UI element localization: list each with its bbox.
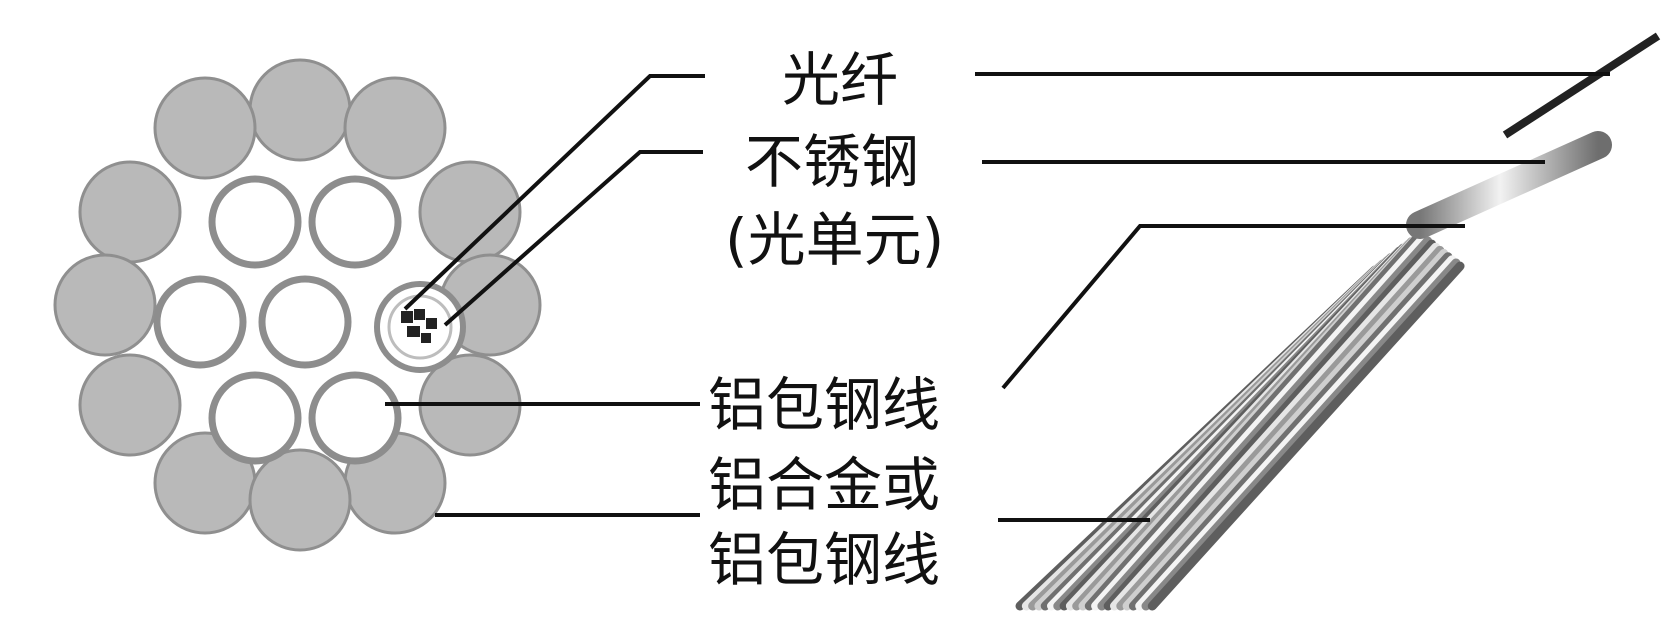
stainless-tube-end — [1406, 131, 1612, 239]
inner-strand — [258, 275, 352, 369]
fiber-leader-left — [403, 74, 705, 311]
outer-strand — [153, 76, 257, 180]
fiber-strand-end — [1502, 32, 1661, 139]
inner-strand — [208, 371, 302, 465]
label-stainless-line2: (光单元) — [725, 206, 944, 274]
inner-strand — [153, 275, 247, 369]
cable-wire — [1128, 252, 1453, 611]
inner-strand — [308, 371, 402, 465]
cable-wire — [1091, 233, 1429, 611]
acs-wire-leader-right — [1001, 224, 1465, 390]
stranded-cable-view — [1015, 32, 1661, 611]
cable-wire — [1110, 242, 1441, 611]
cable-wire — [1122, 249, 1449, 611]
label-acs-wire: 铝包钢线 — [708, 371, 940, 439]
cable-wire — [1141, 258, 1461, 611]
labels: 光纤 不锈钢 (光单元) 铝包钢线 铝合金或 铝包钢线 — [708, 46, 944, 594]
label-fiber: 光纤 — [782, 46, 898, 114]
inner-strand — [208, 175, 302, 269]
outer-strand — [248, 58, 352, 162]
outer-strand — [78, 160, 182, 264]
outer-strand — [53, 253, 157, 357]
inner-strand-layer — [153, 175, 402, 465]
optical-unit — [374, 281, 466, 373]
label-outer-line2: 铝包钢线 — [708, 526, 940, 594]
stainless-leader-left — [443, 150, 703, 327]
cable-wire — [1116, 245, 1445, 611]
cable-wire — [1147, 261, 1465, 611]
outer-strand — [248, 448, 352, 552]
inner-strand — [308, 175, 402, 269]
cable-cross-section — [53, 58, 542, 552]
cable-wire — [1135, 255, 1457, 611]
label-outer-line1: 铝合金或 — [708, 451, 940, 519]
label-stainless-line1: 不锈钢 — [745, 128, 919, 196]
optical-fibers — [401, 309, 437, 343]
outer-strand — [78, 353, 182, 457]
cable-wires — [1015, 230, 1465, 611]
outer-strand — [343, 76, 447, 180]
leader-lines — [385, 72, 1610, 522]
cable-wire — [1097, 236, 1433, 611]
cable-wire — [1103, 239, 1437, 611]
cable-wire — [1084, 230, 1425, 611]
